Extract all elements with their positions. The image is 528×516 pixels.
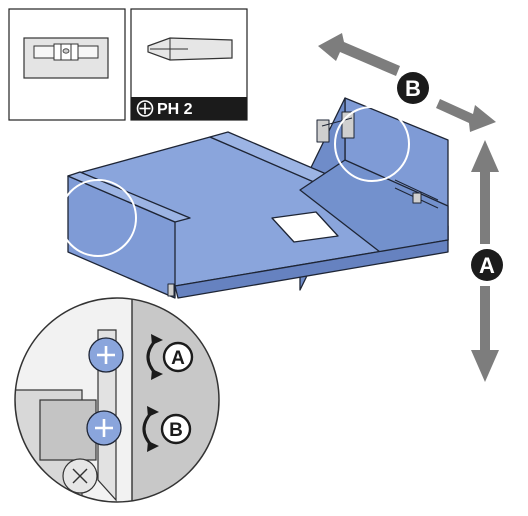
adjustment-b-arrow: B <box>318 33 496 132</box>
adjustment-a-badge <box>471 249 503 281</box>
bracket-detail-callout: A B <box>14 297 220 503</box>
left-detail-circle <box>59 179 137 257</box>
spirit-level-icon <box>23 37 109 79</box>
adjustment-b-label: B <box>405 76 421 101</box>
screwdriver-bit-label-bar <box>131 97 247 120</box>
detail-marker-b <box>160 413 192 445</box>
screwdriver-bit-label: PH 2 <box>157 101 193 118</box>
bracket-detail-circle <box>334 106 410 182</box>
adjustment-screw-b <box>86 410 122 446</box>
adjustment-a-label: A <box>479 253 495 278</box>
rotation-arrow-a-icon <box>146 334 163 380</box>
screwdriver-icon <box>147 37 233 61</box>
cabinet <box>67 97 449 299</box>
level-tool-box <box>8 8 126 121</box>
screwdriver-tool-box: PH 2 <box>130 8 248 121</box>
detail-marker-a-label: A <box>171 348 185 369</box>
rotation-arrow-b-icon <box>142 406 159 452</box>
adjustment-screw-a <box>88 337 124 373</box>
adjustment-a-arrow: A <box>471 140 503 382</box>
detail-marker-b-label: B <box>169 420 183 441</box>
detail-marker-a <box>162 341 194 373</box>
adjustment-b-badge <box>397 72 429 104</box>
